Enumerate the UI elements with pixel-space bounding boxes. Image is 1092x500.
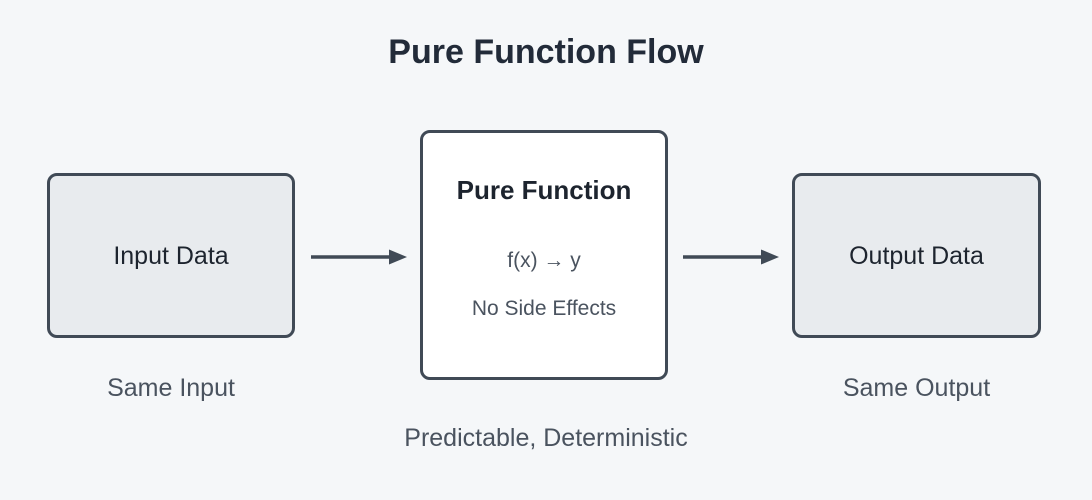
function-formula: f(x) → y xyxy=(507,249,581,272)
predictable-deterministic-caption: Predictable, Deterministic xyxy=(404,424,688,452)
pure-function-label: Pure Function xyxy=(456,175,632,205)
no-side-effects-note: No Side Effects xyxy=(471,297,617,320)
arrow-right-icon xyxy=(311,249,407,265)
node-input-data: Input Data xyxy=(47,173,295,338)
node-output-data: Output Data xyxy=(792,173,1041,338)
node-pure-function: Pure Function f(x) → y No Side Effects xyxy=(420,130,668,380)
output-data-label: Output Data xyxy=(849,241,984,270)
arrow-right-icon xyxy=(683,249,779,265)
same-input-caption: Same Input xyxy=(107,374,235,402)
same-output-caption: Same Output xyxy=(842,374,991,402)
input-data-label: Input Data xyxy=(113,241,229,270)
page-title: Pure Function Flow xyxy=(388,33,704,71)
